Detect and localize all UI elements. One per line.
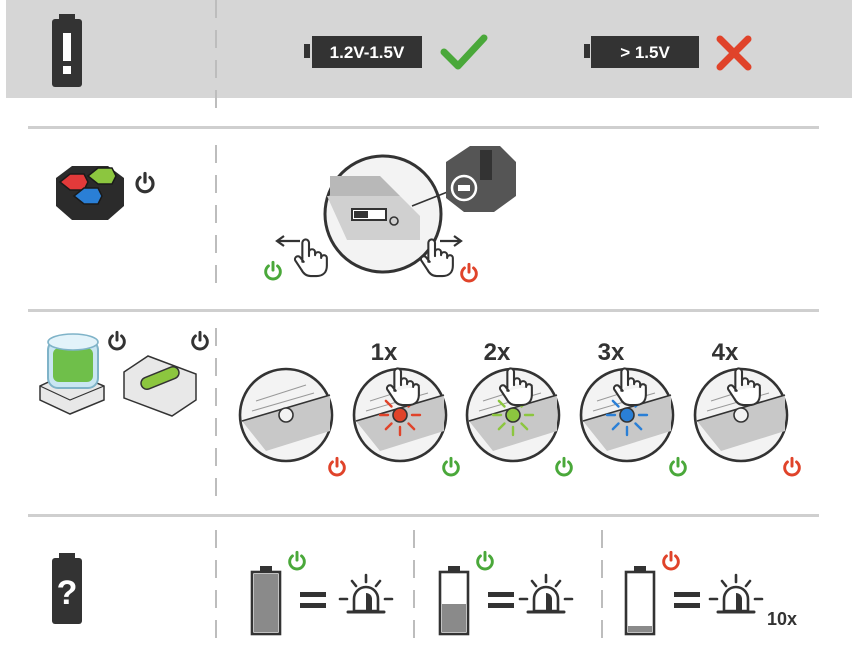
press-count-label: 3x	[598, 339, 625, 366]
power-icon	[135, 171, 155, 194]
check-icon	[440, 34, 488, 70]
power-icon	[191, 330, 209, 351]
equals-sign	[674, 592, 700, 597]
section-divider	[28, 514, 819, 517]
press-step: 3x	[579, 339, 687, 477]
tilt-module-icon	[123, 355, 197, 417]
battery-voltage-band	[6, 0, 852, 98]
cross-icon	[716, 35, 752, 71]
battery-low-state	[624, 550, 764, 636]
led-off	[278, 407, 294, 423]
section-divider	[28, 126, 819, 129]
press-step	[238, 367, 346, 477]
battery-full-state	[250, 550, 394, 636]
led-module-icon	[56, 166, 124, 220]
battery-ok-voltage-text: 1.2V-1.5V	[330, 43, 405, 62]
equals-sign	[300, 592, 326, 597]
battery-bad-voltage-text: > 1.5V	[620, 43, 670, 62]
battery-half-state	[438, 550, 574, 636]
siren-icon	[708, 573, 764, 614]
power-off-icon	[662, 550, 680, 571]
power-off-icon	[328, 456, 346, 477]
button-press-steps: 1x 2x 3x 4x	[238, 339, 801, 477]
svg-text:?: ?	[57, 574, 78, 612]
equals-sign	[488, 592, 514, 597]
power-on-icon	[264, 260, 282, 281]
press-count-label: 4x	[712, 339, 739, 366]
led-off	[733, 407, 749, 423]
power-off-icon	[460, 262, 478, 283]
battery-bad-label: > 1.5V	[584, 36, 699, 68]
siren-icon	[518, 573, 574, 614]
section-divider	[28, 309, 819, 312]
slide-left-arrowhead	[275, 235, 285, 247]
slide-right-arrowhead	[453, 235, 463, 247]
led-blue	[619, 407, 635, 423]
light-module-icon	[39, 333, 105, 415]
alarm-repeat-count: 10x	[767, 609, 797, 629]
led-green	[505, 407, 521, 423]
power-on-icon	[555, 456, 573, 477]
press-step: 1x	[352, 339, 460, 477]
pointing-hand-icon	[293, 238, 328, 278]
battery-question-icon: ?	[52, 553, 82, 624]
press-count-label: 2x	[484, 339, 511, 366]
power-on-icon	[288, 550, 306, 571]
press-count-label: 1x	[371, 339, 398, 366]
battery-warning-icon	[52, 14, 82, 87]
power-off-icon	[783, 456, 801, 477]
power-on-icon	[442, 456, 460, 477]
battery-states	[250, 550, 764, 636]
siren-icon	[338, 573, 394, 614]
power-on-icon	[669, 456, 687, 477]
press-step: 2x	[465, 339, 573, 477]
led-red	[392, 407, 408, 423]
battery-ok-label: 1.2V-1.5V	[304, 36, 422, 68]
press-step: 4x	[693, 339, 801, 477]
switch-detail	[323, 146, 516, 274]
power-on-icon	[476, 550, 494, 571]
power-icon	[108, 330, 126, 351]
